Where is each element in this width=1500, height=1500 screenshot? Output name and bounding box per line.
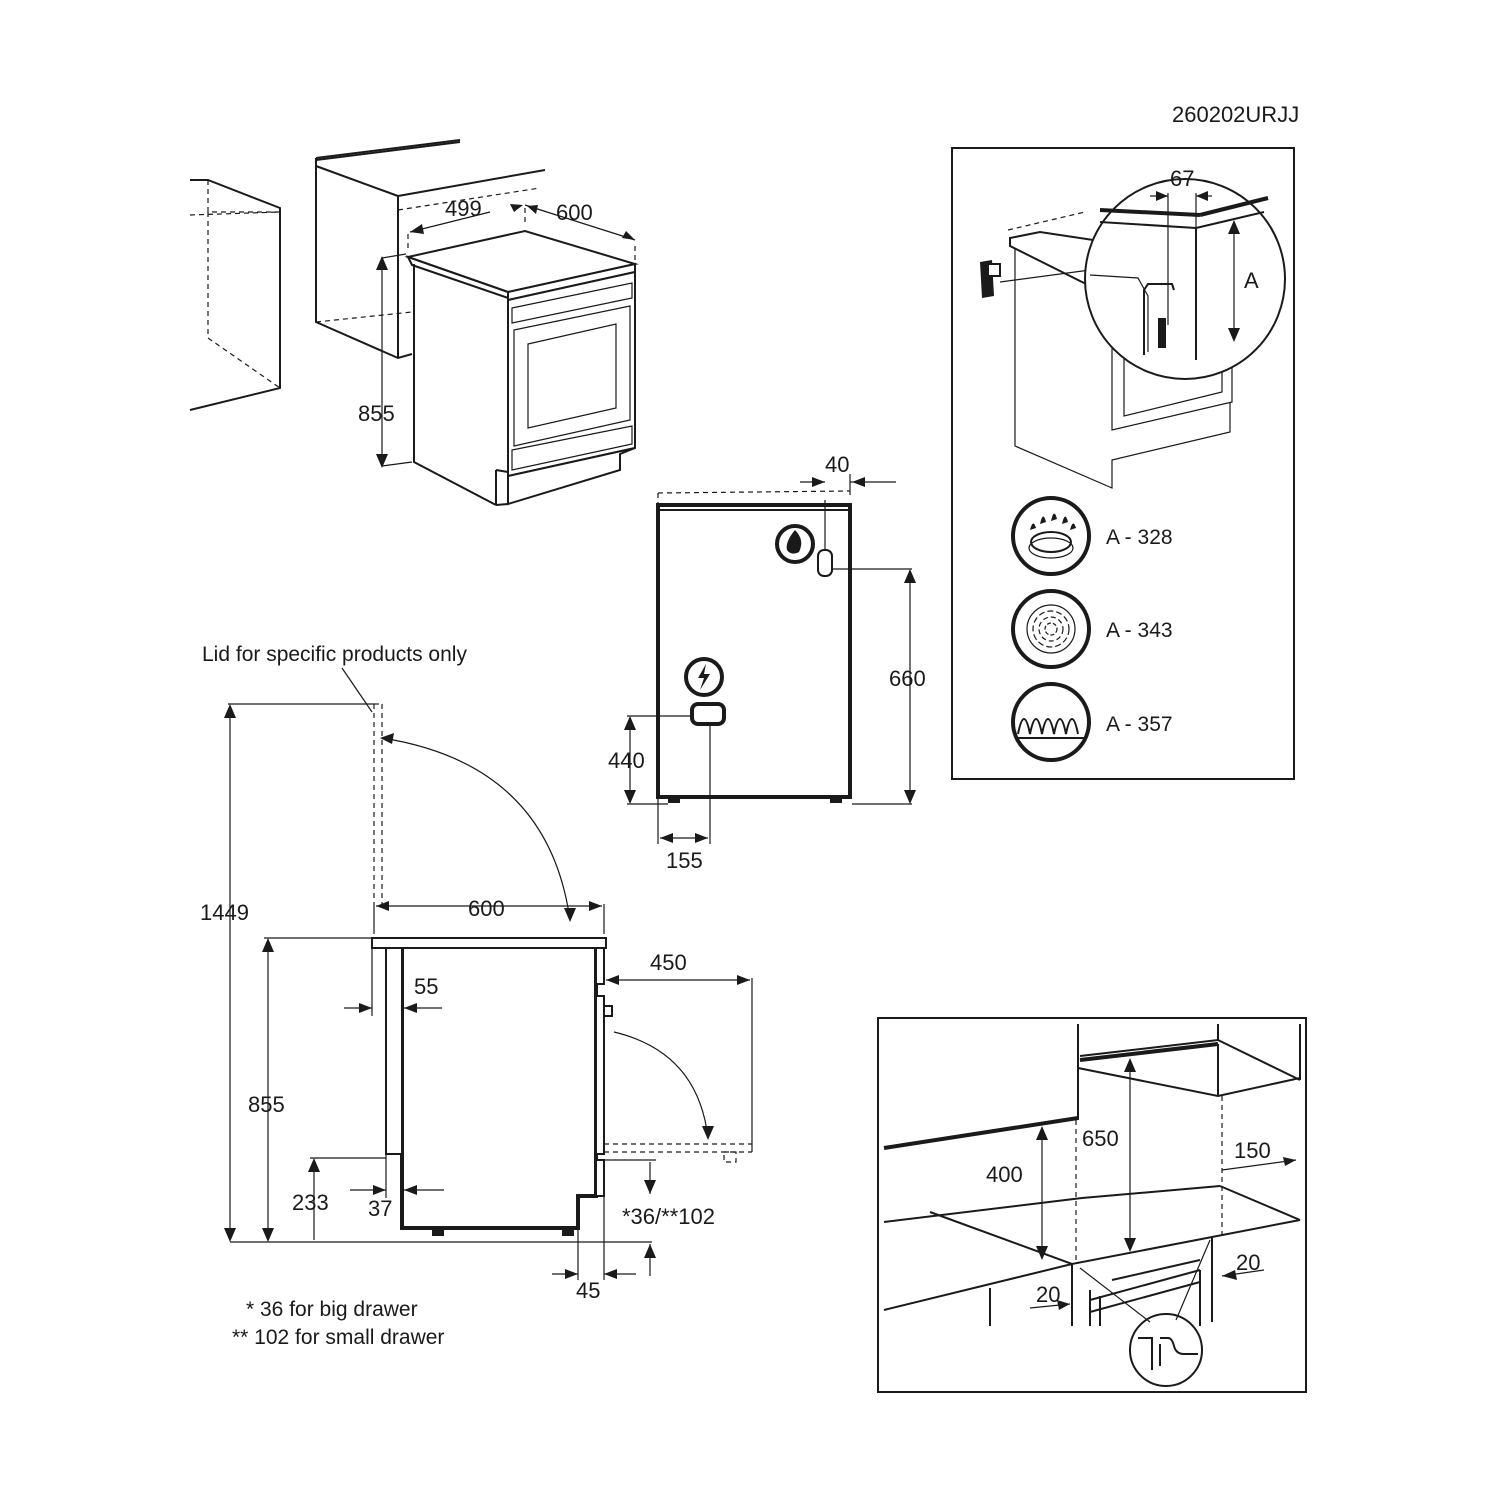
radiant-hob-symbol — [1026, 604, 1076, 654]
lid-gap-label: 55 — [414, 974, 438, 999]
total-height-label: 1449 — [200, 900, 249, 925]
elec-height-label: 440 — [608, 748, 645, 773]
foot-inset-label: 45 — [576, 1278, 600, 1303]
drawer-gap-label: 37 — [368, 1196, 392, 1221]
gap-left-label: 20 — [1036, 1282, 1060, 1307]
gas-offset-label: 40 — [825, 452, 849, 477]
appliance-height-label: 855 — [358, 401, 395, 426]
coil-bracket-value: A - 357 — [1106, 713, 1173, 736]
gap-right-label: 20 — [1236, 1250, 1260, 1275]
gas-connection-icon — [775, 524, 815, 564]
gas-bracket-value: A - 328 — [1106, 526, 1173, 549]
feet-offset-label: *36/**102 — [622, 1204, 715, 1229]
heating-coil-symbol — [1016, 718, 1086, 739]
gas-burner-icon — [1011, 496, 1091, 576]
radiant-bracket-value: A - 343 — [1106, 619, 1173, 642]
niche-3d-view: 499 600 855 — [189, 139, 639, 506]
heating-coil-icon — [1011, 682, 1091, 762]
appliance-depth-label: 600 — [556, 200, 593, 225]
drawer-height-label: 233 — [292, 1190, 329, 1215]
rear-view: 40 660 440 155 — [608, 452, 926, 873]
clearance-panel: 400 650 150 20 20 — [877, 1017, 1307, 1393]
side-height-label: 855 — [248, 1092, 285, 1117]
bracket-offset-label: 67 — [1170, 166, 1194, 191]
side-view: Lid for specific products only 1449 600 — [200, 643, 753, 1349]
side-depth-label: 600 — [468, 896, 505, 921]
note-big-drawer: * 36 for big drawer — [246, 1298, 418, 1321]
anti-tilt-panel: 67 A A - 328 A - 343 A - 357 — [951, 147, 1295, 780]
side-clearance-label: 400 — [986, 1162, 1023, 1187]
side-gap-label: 150 — [1234, 1138, 1271, 1163]
seal-detail-circle — [1129, 1313, 1203, 1387]
document-code: 260202URJJ — [1172, 102, 1299, 127]
door-open-label: 450 — [650, 950, 687, 975]
radiant-hob-icon — [1011, 589, 1091, 669]
note-small-drawer: ** 102 for small drawer — [232, 1326, 444, 1349]
hood-clearance-label: 650 — [1082, 1126, 1119, 1151]
lid-note: Lid for specific products only — [202, 643, 467, 666]
elec-offset-label: 155 — [666, 848, 703, 873]
electric-connection-icon — [684, 657, 724, 697]
gas-height-label: 660 — [889, 666, 926, 691]
gas-burner-symbol — [1028, 513, 1076, 559]
bracket-height-label: A — [1244, 268, 1259, 293]
niche-width-label: 499 — [445, 196, 482, 221]
